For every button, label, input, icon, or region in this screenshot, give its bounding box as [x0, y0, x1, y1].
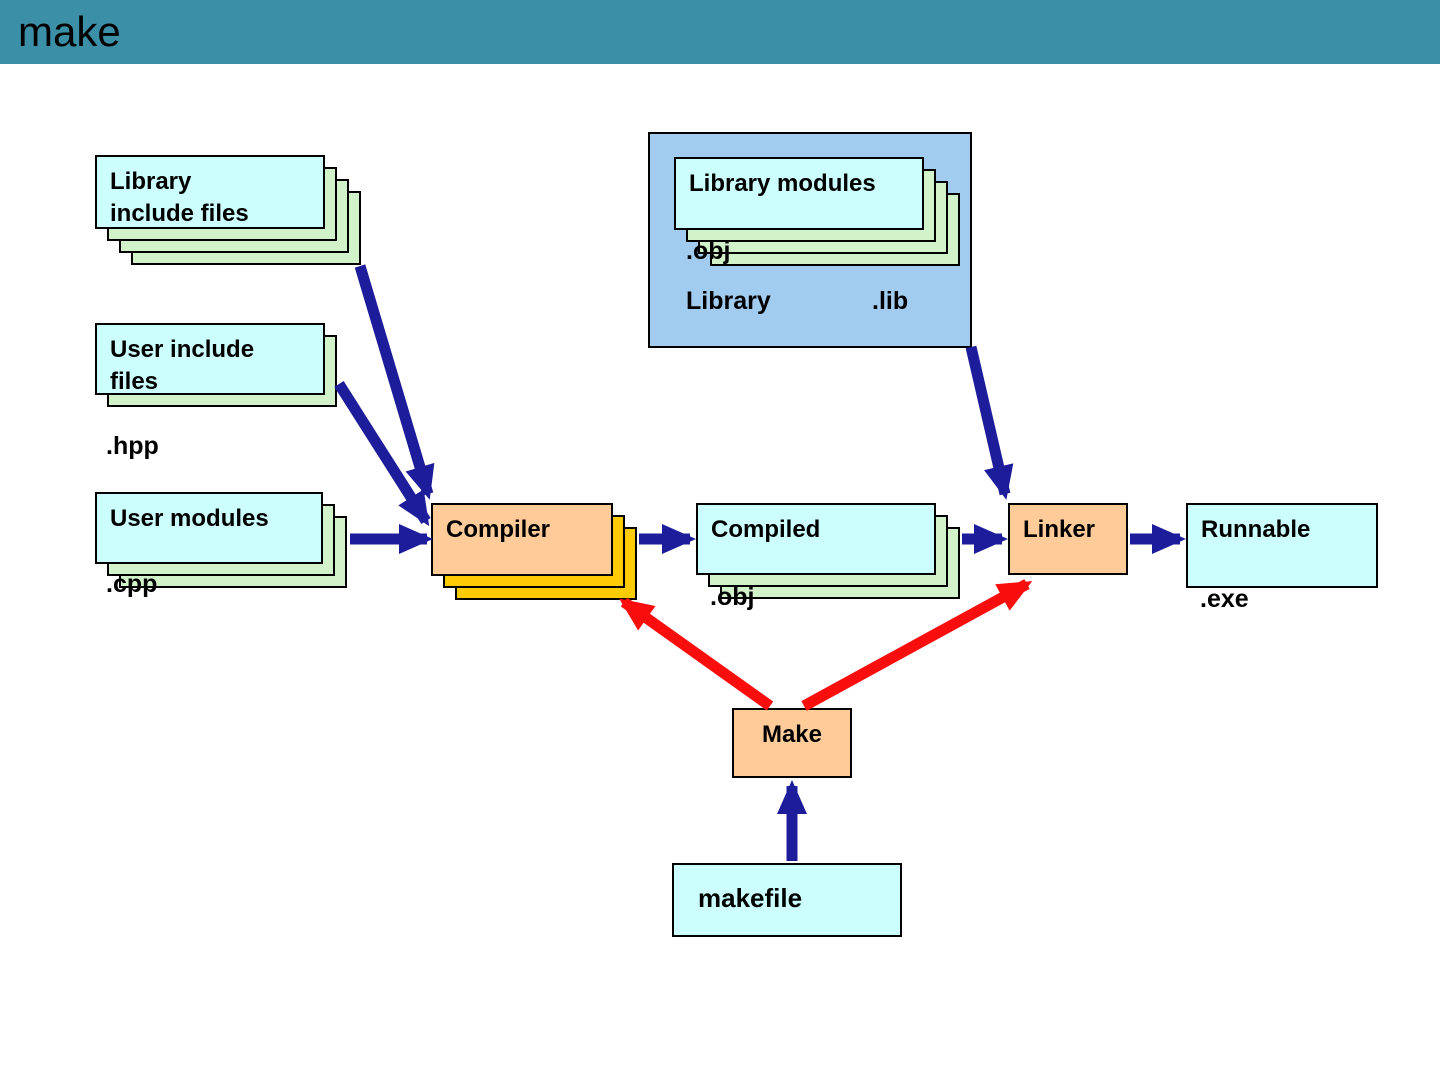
node-linker: Linker: [1008, 503, 1128, 575]
suffix-obj-compiled: .obj: [710, 583, 755, 611]
node-label: User modules: [110, 505, 269, 532]
node-label: Library modules: [689, 170, 876, 197]
stack-front: Compiler: [431, 503, 613, 576]
arrow-library-modules-to-linker: [965, 345, 1014, 500]
node-label: Compiler: [446, 516, 551, 543]
arrow-make-to-compiler: [619, 597, 774, 711]
node-label: Make: [761, 721, 823, 748]
panel-library-modules: Library modules .obj Library .lib: [648, 132, 972, 348]
node-runnable: Runnable: [1186, 503, 1378, 588]
suffix-lib: .lib: [872, 287, 909, 315]
suffix-cpp: .cpp: [106, 570, 158, 598]
node-make: Make: [732, 708, 852, 778]
node-label: Linker: [1023, 516, 1096, 543]
node-label: Library include files: [110, 168, 249, 227]
stack-front: User modules: [95, 492, 323, 564]
suffix-exe: .exe: [1200, 585, 1249, 613]
node-label: User include files: [110, 336, 255, 395]
node-label: Compiled: [711, 516, 821, 543]
arrow-user-include-to-compiler: [334, 381, 431, 527]
stack-front: Library include files: [95, 155, 325, 229]
stack-front: Library modules: [674, 157, 924, 230]
node-label: makefile: [698, 883, 803, 913]
page-title: make: [18, 8, 121, 55]
stack-front: User include files: [95, 323, 325, 395]
arrow-make-to-linker: [801, 579, 1033, 711]
node-makefile: makefile: [672, 863, 902, 937]
suffix-obj-library: .obj: [686, 237, 731, 265]
label-library: Library: [686, 287, 771, 315]
stack-front: Compiled: [696, 503, 936, 575]
node-label: Runnable: [1201, 516, 1311, 543]
suffix-hpp: .hpp: [106, 432, 159, 460]
title-bar: make: [0, 0, 1440, 64]
arrow-library-include-to-compiler: [354, 264, 435, 500]
